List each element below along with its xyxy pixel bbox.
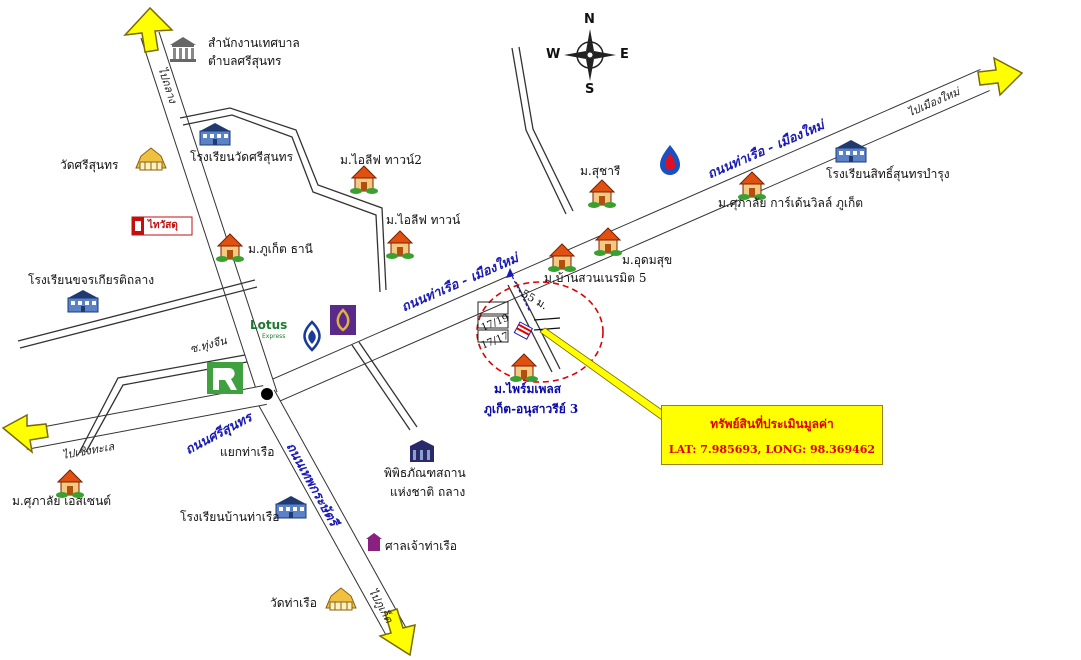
arrow-west-choeng-thale <box>1 413 49 454</box>
arrow-east-mueang-mai <box>977 56 1024 97</box>
distance-arrow <box>509 271 531 313</box>
property-area <box>476 268 666 421</box>
road-museum <box>351 344 411 431</box>
road-west-loop <box>77 354 246 456</box>
label-museum-1: พิพิธภัณฑสถาน <box>384 466 466 480</box>
label-wat-tha-rua: วัดท่าเรือ <box>270 596 317 610</box>
gas-station-icon <box>660 145 680 175</box>
label-junction: แยกท่าเรือ <box>220 445 275 459</box>
property-marker-icon <box>513 321 534 340</box>
road-loop-north <box>179 107 387 291</box>
arrow-south-phuket <box>378 608 416 657</box>
road-soi-thung-chin <box>17 279 256 342</box>
compass-rose <box>564 29 616 81</box>
compass-s: S <box>585 82 595 97</box>
compass-w: W <box>546 47 561 62</box>
label-municipality-2: ตำบลศรีสุนทร <box>208 54 282 68</box>
compass-n: N <box>584 12 595 27</box>
label-supalai-ascent: ม.ศุภาลัย เอสเซนต์ <box>12 494 112 508</box>
school-icon-ban-tha-rua <box>275 495 307 519</box>
label-school-sitthisunthon: โรงเรียนสิทธิ์สุนทรบำรุง <box>826 167 950 181</box>
school-icon-khajorn <box>67 289 99 313</box>
house-icon-ilife-town2 <box>349 165 379 195</box>
house-icon-suchari <box>587 179 617 209</box>
label-school-khajorn: โรงเรียนขจรเกียรติถลาง <box>28 273 155 287</box>
municipality-icon <box>170 37 196 62</box>
label-wat-si-sunthon: วัดศรีสุนทร <box>60 158 119 172</box>
compass-e: E <box>620 47 629 62</box>
temple-icon-wat-si-sunthon <box>135 147 167 171</box>
label-prime-place-2: ภูเก็ต-อนุสาวรีย์ 3 <box>484 402 579 416</box>
label-school-wat-si-sunthon: โรงเรียนวัดศรีสุนทร <box>190 150 294 164</box>
label-ilife-town2: ม.ไอลีฟ ทาวน์2 <box>340 153 422 167</box>
shrine-icon <box>366 533 382 551</box>
property-highlight-ellipse <box>476 281 604 383</box>
arrow-north-thalang <box>123 6 174 53</box>
label-lotus-sub: Express <box>262 333 286 340</box>
museum-icon <box>410 440 434 462</box>
label-supalai-garden: ม.ศุภาลัย การ์เด้นวิลล์ ภูเก็ต <box>718 196 864 210</box>
label-thai-watsadu: ไทวัสดุ <box>148 220 178 231</box>
label-school-ban-tha-rua: โรงเรียนบ้านท่าเรือ <box>180 510 280 524</box>
callout-title: ทรัพย์สินที่ประเมินมูลค่า <box>710 417 834 431</box>
roads-layer <box>17 31 990 641</box>
road-suchari <box>511 47 567 215</box>
junction-marker <box>261 388 273 400</box>
property-callout: ทรัพย์สินที่ประเมินมูลค่า LAT: 7.985693,… <box>661 405 883 465</box>
direction-arrows <box>1 6 1024 657</box>
label-lotus: Lotus <box>250 318 288 332</box>
label-municipality-1: สำนักงานเทศบาล <box>208 36 300 50</box>
label-shrine: ศาลเจ้าท่าเรือ <box>385 539 457 553</box>
label-ilife-town: ม.ไอลีฟ ทาวน์ <box>386 213 461 227</box>
temple-icon-wat-tha-rua <box>325 587 357 611</box>
callout-coords: LAT: 7.985693, LONG: 98.369462 <box>668 443 876 456</box>
label-suchari: ม.สุชารี <box>580 164 621 178</box>
green-logo-icon <box>207 362 243 394</box>
bank-icon-scb <box>330 305 356 335</box>
label-museum-2: แห่งชาติ ถลาง <box>390 485 466 499</box>
school-icon-wat-si-sunthon <box>199 122 231 146</box>
label-prime-place-1: ม.ไพร์มเพลส <box>494 382 562 396</box>
label-ban-suan-neramit: ม.บ้านสวนเนรมิต 5 <box>544 271 647 285</box>
house-icon-ilife-town <box>385 230 415 260</box>
label-phuket-thani: ม.ภูเก็ต ธานี <box>248 242 313 256</box>
label-udom-suk: ม.อุดมสุข <box>622 253 673 267</box>
thai-watsadu-logo <box>131 216 193 236</box>
bank-icon-bangkok <box>303 320 321 352</box>
house-icon-prime-place <box>509 353 539 383</box>
